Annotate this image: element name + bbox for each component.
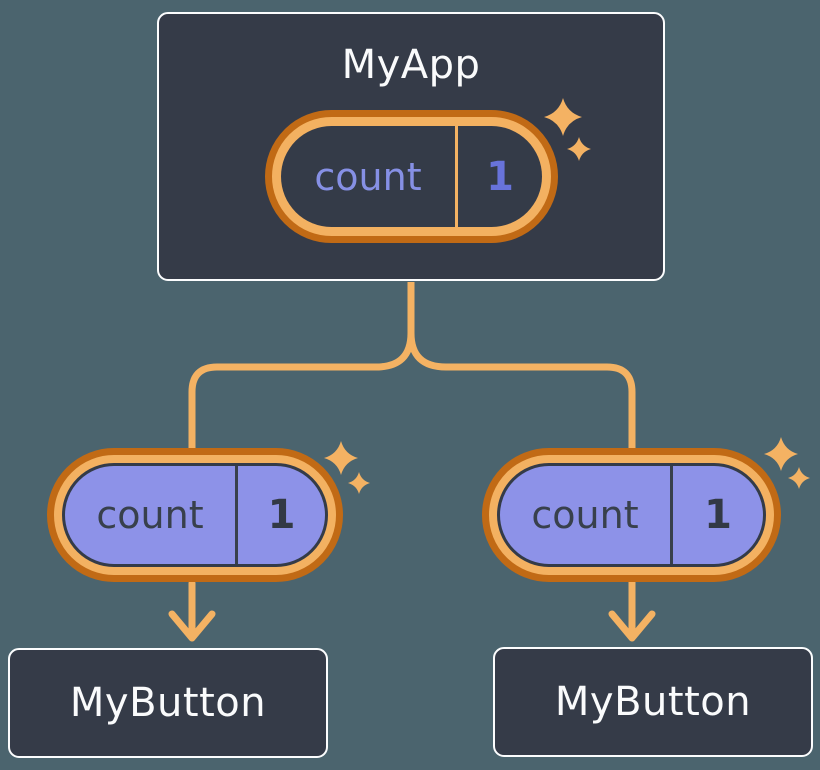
component-node-mybutton-right: MyButton bbox=[493, 647, 813, 757]
prop-pill-body: count 1 bbox=[62, 463, 328, 567]
arrow-down-icon bbox=[608, 578, 656, 642]
branch-left-connector bbox=[188, 282, 415, 453]
arrow-down-icon bbox=[168, 579, 216, 642]
prop-value: 1 bbox=[267, 492, 296, 538]
pill-divider bbox=[455, 126, 458, 227]
state-value: 1 bbox=[486, 153, 514, 200]
component-title: MyApp bbox=[341, 42, 481, 88]
tree-branch-connector bbox=[188, 282, 636, 453]
prop-pill-left: count 1 bbox=[47, 448, 343, 582]
prop-name: count bbox=[96, 493, 204, 537]
prop-value: 1 bbox=[704, 492, 732, 538]
pill-divider bbox=[670, 466, 673, 564]
prop-pill-body: count 1 bbox=[497, 463, 766, 567]
prop-pill-right: count 1 bbox=[482, 448, 781, 582]
component-title: MyButton bbox=[554, 679, 752, 725]
branch-right-connector bbox=[407, 282, 636, 453]
component-node-mybutton-left: MyButton bbox=[8, 648, 328, 758]
state-name: count bbox=[314, 154, 422, 199]
state-pill: count 1 bbox=[265, 110, 558, 243]
component-title: MyButton bbox=[69, 680, 267, 726]
prop-name: count bbox=[531, 493, 639, 537]
pill-divider bbox=[235, 466, 238, 564]
state-pill-body: count 1 bbox=[281, 126, 542, 227]
